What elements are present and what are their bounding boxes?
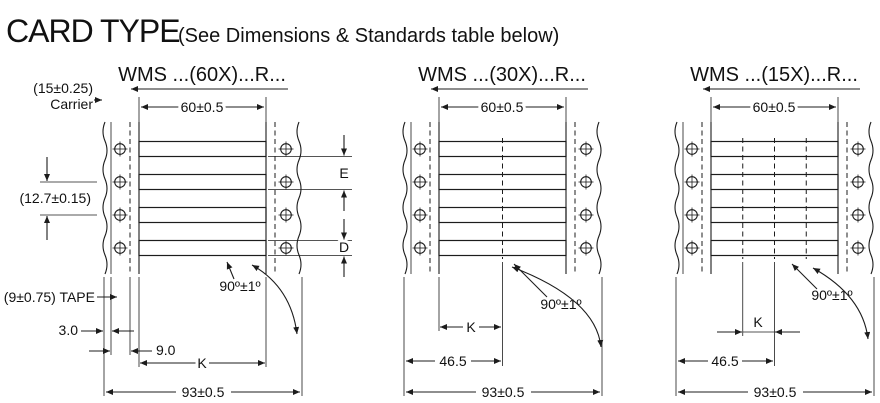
dim-k-label: K bbox=[753, 314, 763, 330]
dim-9-label: 9.0 bbox=[156, 342, 176, 358]
dim-k: K bbox=[140, 352, 265, 374]
panel-60x-header: WMS ...(60X)...R... bbox=[118, 64, 286, 86]
angle-callout: 90º±1º bbox=[219, 261, 300, 335]
dim-e: E bbox=[268, 135, 352, 211]
panel-60x: WMS ...(60X)...R... 60±0.5 (15±0.25) Car… bbox=[4, 64, 352, 403]
angle-label: 90º±1º bbox=[811, 287, 852, 303]
dim-e-label: E bbox=[339, 165, 348, 181]
panel-15x-header: WMS ...(15X)...R... bbox=[690, 64, 858, 86]
dim-half-label: 46.5 bbox=[711, 353, 738, 369]
dim-93-label: 93±0.5 bbox=[754, 384, 797, 400]
carrier-word-label: Carrier bbox=[50, 96, 93, 112]
angle-label: 90º±1º bbox=[219, 278, 260, 294]
angle-callout: 90º±1º bbox=[511, 263, 604, 348]
angle-arc bbox=[511, 266, 604, 348]
bottom-extension-lines bbox=[110, 277, 267, 367]
hole-pitch-dimension: (12.7±0.15) bbox=[19, 157, 97, 240]
panel-30x: WMS ...(30X)...R... 60±0.5 K 90º±1º 46.5… bbox=[403, 64, 604, 403]
dim-9: 9.0 bbox=[89, 342, 176, 358]
tape-label: (9±0.75) TAPE bbox=[4, 289, 95, 305]
dim-d-label: D bbox=[339, 239, 349, 255]
page-title: CARD TYPE bbox=[6, 13, 180, 49]
dim-60-label: 60±0.5 bbox=[481, 99, 524, 115]
angle-callout: 90º±1º bbox=[791, 263, 871, 340]
panel-15x: WMS ...(15X)...R... 60±0.5 K 90º±1º 46.5… bbox=[675, 64, 874, 403]
dim-3: 3.0 bbox=[59, 322, 134, 338]
angle-arc bbox=[251, 264, 300, 335]
carrier-dim-label: (15±0.25) bbox=[33, 80, 93, 96]
tape-callout: (9±0.75) TAPE bbox=[4, 289, 117, 305]
dim-93-label: 93±0.5 bbox=[482, 384, 525, 400]
dim-3-label: 3.0 bbox=[59, 322, 79, 338]
dim-60-label: 60±0.5 bbox=[753, 99, 796, 115]
dim-d: D bbox=[268, 219, 352, 277]
dim-half: 46.5 bbox=[678, 350, 773, 372]
dim-half-label: 46.5 bbox=[439, 353, 466, 369]
dim-k: K bbox=[438, 262, 503, 366]
panel-30x-header: WMS ...(30X)...R... bbox=[418, 64, 586, 86]
angle-arc bbox=[812, 267, 871, 340]
dim-k-label: K bbox=[197, 355, 207, 371]
angle-label: 90º±1º bbox=[540, 296, 581, 312]
hole-pitch-label: (12.7±0.15) bbox=[19, 190, 91, 206]
dim-half: 46.5 bbox=[406, 350, 501, 372]
dim-93-label: 93±0.5 bbox=[182, 384, 225, 400]
dim-60-label: 60±0.5 bbox=[181, 99, 224, 115]
page-subtitle: (See Dimensions & Standards table below) bbox=[178, 25, 559, 47]
dim-k-label: K bbox=[466, 319, 476, 335]
tape-assembly bbox=[103, 89, 302, 396]
carrier-width-callout: (15±0.25) Carrier bbox=[33, 80, 102, 112]
dim-k: K bbox=[717, 262, 800, 366]
